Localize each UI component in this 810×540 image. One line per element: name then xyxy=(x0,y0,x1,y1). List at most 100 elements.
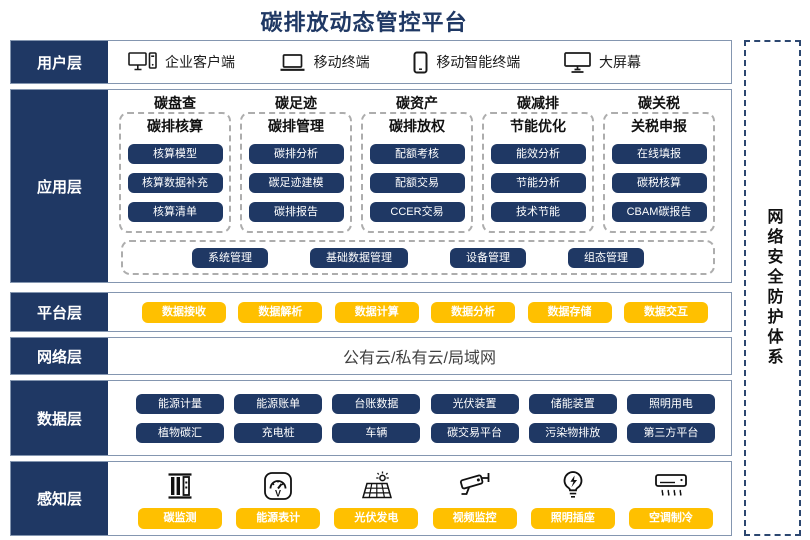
app-item-chip: 核算模型 xyxy=(127,144,223,164)
app-group-box: 碳排放权 配额考核 配额交易 CCER交易 xyxy=(361,112,473,233)
data-source-chip: 台账数据 xyxy=(332,393,421,414)
perception-chip: 能源表计 xyxy=(236,507,321,529)
platform-chip: 数据解析 xyxy=(238,301,323,323)
app-group-category: 碳盘查 xyxy=(154,95,196,111)
data-source-chip: 能源账单 xyxy=(234,393,323,414)
app-item-chip: 核算清单 xyxy=(127,202,223,222)
app-item-chip: CCER交易 xyxy=(369,202,465,222)
data-source-chip: 植物碳汇 xyxy=(136,422,224,443)
user-devices-row: 企业客户端 移动终端 xyxy=(108,41,731,83)
user-layer-section: 用户层 企业客户端 xyxy=(10,40,732,84)
app-group-category: 碳足迹 xyxy=(275,95,317,111)
app-item-chip: 节能分析 xyxy=(490,173,586,193)
application-groups: 碳盘查 碳排核算 核算模型 核算数据补充 核算清单 碳足迹 碳排管理 碳排分析 xyxy=(119,95,715,233)
data-source-chip: 碳交易平台 xyxy=(430,422,519,443)
data-source-chip: 充电桩 xyxy=(234,422,323,443)
user-layer-label: 用户层 xyxy=(11,41,108,83)
app-item-chip: 配额考核 xyxy=(369,144,465,164)
platform-chip: 数据接收 xyxy=(142,301,226,323)
data-sources-row-2: 植物碳汇 充电桩 车辆 碳交易平台 污染物排放 第三方平台 xyxy=(136,422,715,443)
app-group-box: 碳排管理 碳排分析 碳足迹建模 碳排报告 xyxy=(240,112,352,233)
big-screen-icon xyxy=(564,51,591,74)
app-item-chip: 在线填报 xyxy=(611,144,707,164)
perception-chip: 光伏发电 xyxy=(334,507,419,529)
data-source-chip: 光伏装置 xyxy=(430,393,519,414)
app-group-carbon-inventory: 碳盘查 碳排核算 核算模型 核算数据补充 核算清单 xyxy=(119,95,231,233)
perception-item-energy-meter: V 能源表计 xyxy=(234,467,322,529)
network-layer-section: 网络层 公有云/私有云/局域网 xyxy=(10,337,732,375)
perception-item-solar: 光伏发电 xyxy=(332,467,420,529)
security-protection-bar: 网络安全防护体系 xyxy=(744,40,801,536)
user-item-smart-terminal: 移动智能终端 xyxy=(413,51,520,74)
platform-chips-row: 数据接收 数据解析 数据计算 数据分析 数据存储 数据交互 xyxy=(108,293,731,331)
platform-chip: 数据存储 xyxy=(527,301,612,323)
app-group-category: 碳减排 xyxy=(517,95,559,111)
user-item-label: 企业客户端 xyxy=(165,54,235,70)
app-item-chip: 技术节能 xyxy=(490,202,586,222)
data-sources-row-1: 能源计量 能源账单 台账数据 光伏装置 储能装置 照明用电 xyxy=(136,393,715,414)
platform-layer-label: 平台层 xyxy=(11,293,108,331)
app-box-title: 关税申报 xyxy=(631,118,687,134)
data-source-chip: 第三方平台 xyxy=(626,422,715,443)
app-item-chip: 配额交易 xyxy=(369,173,465,193)
perception-item-lighting: 照明插座 xyxy=(529,467,617,529)
light-bulb-icon xyxy=(560,467,586,501)
user-item-label: 大屏幕 xyxy=(598,54,641,70)
solar-power-icon xyxy=(360,467,393,501)
app-item-chip: 碳排分析 xyxy=(248,144,344,164)
app-group-carbon-asset: 碳资产 碳排放权 配额考核 配额交易 CCER交易 xyxy=(361,95,473,233)
smartphone-icon xyxy=(413,51,428,74)
data-source-chip: 照明用电 xyxy=(626,393,715,414)
app-common-chip: 设备管理 xyxy=(450,247,526,268)
network-layer-label: 网络层 xyxy=(11,338,108,374)
user-item-mobile-terminal: 移动终端 xyxy=(279,52,370,73)
data-layer-section: 数据层 能源计量 能源账单 台账数据 光伏装置 储能装置 照明用电 植物碳汇 充… xyxy=(10,380,732,456)
app-group-box: 碳排核算 核算模型 核算数据补充 核算清单 xyxy=(119,112,231,233)
perception-layer-section: 感知层 碳监测 xyxy=(10,461,732,536)
energy-meter-icon: V xyxy=(263,467,293,501)
data-source-chip: 能源计量 xyxy=(136,393,224,414)
platform-chip: 数据计算 xyxy=(334,301,419,323)
app-item-chip: 核算数据补充 xyxy=(127,173,223,193)
cctv-camera-icon xyxy=(458,467,492,501)
data-source-chip: 储能装置 xyxy=(528,393,617,414)
app-box-title: 碳排核算 xyxy=(147,118,203,134)
app-common-chip: 组态管理 xyxy=(568,247,644,268)
user-item-label: 移动智能终端 xyxy=(436,54,521,70)
data-source-chip: 车辆 xyxy=(332,422,421,443)
page-title: 碳排放动态管控平台 xyxy=(260,10,468,35)
platform-layer-section: 平台层 数据接收 数据解析 数据计算 数据分析 数据存储 数据交互 xyxy=(10,292,732,332)
carbon-monitor-icon xyxy=(165,467,195,501)
perception-chip: 照明插座 xyxy=(530,507,615,529)
user-item-enterprise-client: 企业客户端 xyxy=(128,51,235,73)
app-item-chip: 碳排报告 xyxy=(248,202,344,222)
network-cloud-text: 公有云/私有云/局域网 xyxy=(343,350,496,367)
perception-chip: 碳监测 xyxy=(138,507,222,529)
app-item-chip: 碳足迹建模 xyxy=(248,173,344,193)
app-common-chip: 基础数据管理 xyxy=(310,247,408,268)
data-source-chip: 污染物排放 xyxy=(528,422,617,443)
user-item-big-screen: 大屏幕 xyxy=(564,51,641,74)
app-box-title: 节能优化 xyxy=(510,118,566,134)
app-group-category: 碳资产 xyxy=(396,95,438,111)
svg-text:V: V xyxy=(275,488,281,498)
perception-item-carbon-monitor: 碳监测 xyxy=(136,467,224,529)
security-protection-label: 网络安全防护体系 xyxy=(764,208,782,368)
app-item-chip: 能效分析 xyxy=(490,144,586,164)
platform-chip: 数据分析 xyxy=(431,301,516,323)
app-group-category: 碳关税 xyxy=(638,95,680,111)
platform-chip: 数据交互 xyxy=(623,301,708,323)
app-box-title: 碳排管理 xyxy=(268,118,324,134)
perception-item-video: 视频监控 xyxy=(431,467,519,529)
app-item-chip: 碳税核算 xyxy=(611,173,707,193)
app-group-carbon-tariff: 碳关税 关税申报 在线填报 碳税核算 CBAM碳报告 xyxy=(603,95,715,233)
perception-chip: 视频监控 xyxy=(432,507,517,529)
perception-item-hvac: 空调制冷 xyxy=(627,467,715,529)
app-group-box: 节能优化 能效分析 节能分析 技术节能 xyxy=(482,112,594,233)
data-layer-label: 数据层 xyxy=(11,381,108,455)
application-layer-label: 应用层 xyxy=(11,90,108,282)
app-common-management-box: 系统管理 基础数据管理 设备管理 组态管理 xyxy=(121,240,715,275)
laptop-icon xyxy=(279,52,306,73)
perception-layer-label: 感知层 xyxy=(11,462,108,535)
desktop-client-icon xyxy=(128,51,157,73)
